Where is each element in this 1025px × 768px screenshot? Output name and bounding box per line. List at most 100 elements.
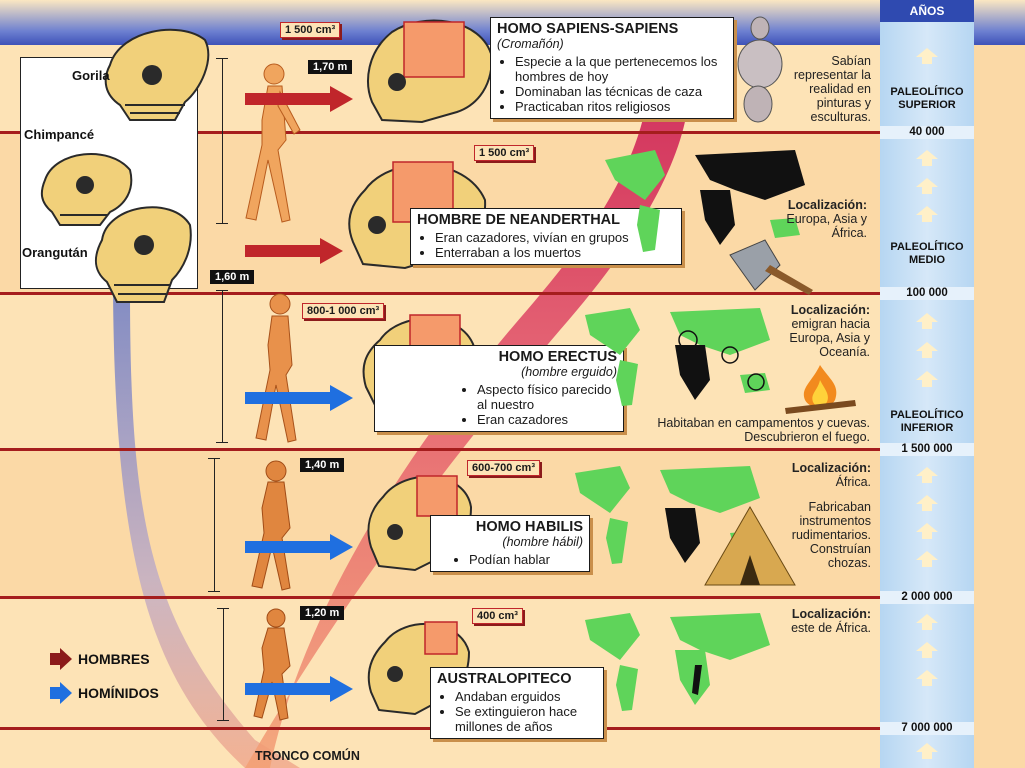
year-1500000: 1 500 000: [880, 443, 974, 456]
note-habilis: Fabricaban instrumentos rudimentarios. C…: [791, 500, 871, 570]
arrow-up-icon: [916, 178, 938, 194]
bullet: Andaban erguidos: [455, 689, 597, 704]
bullet: Eran cazadores, vivían en grupos: [435, 230, 675, 245]
loc-australopithecus: Localización: este de África.: [770, 607, 871, 635]
card-neanderthal: HOMBRE DE NEANDERTHAL Eran cazadores, vi…: [410, 208, 682, 265]
world-map-australopithecus: [585, 613, 770, 711]
trunk-label: TRONCO COMÚN: [255, 749, 360, 763]
height-scale-erectus: [222, 290, 223, 442]
period-medio: PALEOLÍTICO MEDIO: [890, 241, 964, 266]
card-bullets: Aspecto físico parecido al nuestro Eran …: [381, 382, 617, 427]
card-title: AUSTRALOPITECO: [437, 671, 572, 687]
bullet: Podían hablar: [469, 552, 583, 567]
continent-africa: [675, 650, 710, 705]
brain-volume-sapiens: 1 500 cm³: [280, 22, 341, 38]
timeline-header: AÑOS: [909, 4, 945, 18]
boundary-100000: [0, 292, 880, 295]
chimpanzee-skull-icon: [40, 153, 133, 226]
card-bullets: Podían hablar: [437, 552, 583, 567]
hominido-arrow-icon: [245, 676, 353, 702]
right-margin: [974, 45, 1025, 768]
boundary-40000: [0, 131, 880, 134]
card-title: HOMBRE DE NEANDERTHAL: [417, 212, 620, 228]
continent-americas-south: [606, 518, 628, 564]
bullet: Practicaban ritos religiosos: [515, 99, 727, 114]
continent-americas-north: [585, 613, 640, 660]
height-scale-tick: [217, 608, 229, 609]
arrow-up-icon: [916, 743, 938, 759]
ape-label-gorila: Gorila: [72, 68, 110, 83]
australopithecus-figure-icon: [253, 608, 291, 721]
bullet: Especie a la que pertenecemos los hombre…: [515, 54, 727, 84]
height-scale-tick: [217, 720, 229, 721]
bullet: Enterraban a los muertos: [435, 245, 675, 260]
continent-eurasia: [660, 466, 760, 513]
ape-label-orangutan: Orangután: [22, 245, 88, 260]
card-bullets: Eran cazadores, vivían en grupos Enterra…: [417, 230, 675, 260]
card-title: HOMO HABILIS: [475, 519, 583, 535]
boundary-1500000: [0, 448, 880, 451]
period-inferior: PALEOLÍTICO INFERIOR: [890, 409, 964, 434]
height-scale-australopithecus: [223, 608, 224, 720]
height-scale-tick: [216, 58, 228, 59]
card-bullets: Especie a la que pertenecemos los hombre…: [497, 54, 727, 114]
bullet: Eran cazadores: [477, 412, 617, 427]
arrow-up-icon: [916, 642, 938, 658]
venus-figurine-icon: [737, 16, 783, 123]
legend-hominidos-icon: [50, 682, 72, 704]
ape-label-chimpance: Chimpancé: [24, 127, 95, 142]
continent-americas-south: [616, 360, 638, 406]
continent-americas-north: [575, 466, 630, 513]
card-bullets: Andaban erguidos Se extinguieron hace mi…: [437, 689, 597, 734]
loc-label: Localización:: [791, 607, 871, 621]
sapiens-figure-icon: [245, 63, 301, 223]
loc-erectus: Localización: emigran hacia Europa, Asia…: [762, 303, 870, 359]
world-map-erectus: [585, 308, 770, 406]
year-40000: 40 000: [880, 126, 974, 139]
arrow-up-icon: [916, 150, 938, 166]
continent-africa: [675, 345, 710, 400]
card-habilis: HOMO HABILIS (hombre hábil) Podían habla…: [430, 515, 590, 572]
continent-africa: [700, 190, 735, 245]
bullet: Se extinguieron hace millones de años: [455, 704, 597, 734]
height-sapiens: 1,70 m: [308, 60, 353, 74]
arrow-up-icon: [916, 371, 938, 387]
height-scale-tick: [216, 223, 228, 224]
loc-label: Localización:: [790, 303, 870, 317]
card-title: HOMO SAPIENS-SAPIENS: [497, 21, 679, 37]
arrow-up-icon: [916, 670, 938, 686]
legend-hombres: HOMBRES: [78, 651, 150, 667]
height-habilis: 1,40 m: [300, 458, 345, 472]
arrow-up-icon: [916, 495, 938, 511]
card-sapiens: HOMO SAPIENS-SAPIENS (Cromañón) Especie …: [490, 17, 734, 119]
card-title: HOMO ERECTUS: [498, 349, 617, 365]
arrow-up-icon: [916, 467, 938, 483]
migration-circle: [721, 346, 739, 364]
hut-icon: [704, 505, 796, 586]
bullet: Aspecto físico parecido al nuestro: [477, 382, 617, 412]
loc-label: Localización:: [787, 198, 867, 212]
legend-hombres-icon: [50, 648, 72, 670]
height-scale-tick: [208, 458, 220, 459]
card-australopithecus: AUSTRALOPITECO Andaban erguidos Se extin…: [430, 667, 604, 739]
loc-habilis: Localización: África.: [770, 461, 871, 489]
timeline-header-bg: [880, 0, 974, 22]
gorilla-skull-icon: [104, 28, 210, 121]
world-map-neanderthal: [605, 150, 805, 252]
habilis-figure-icon: [251, 460, 291, 591]
loc-text: emigran hacia Europa, Asia y Oceanía.: [789, 317, 870, 359]
continent-eurasia: [695, 150, 805, 200]
brain-volume-habilis: 600-700 cm³: [467, 460, 540, 476]
stone-axe-icon: [729, 239, 813, 295]
loc-neanderthal: Localización: Europa, Asia y África.: [770, 198, 867, 240]
continent-africa: [665, 508, 700, 563]
note-erectus: Habitaban en campamentos y cuevas. Descu…: [657, 416, 870, 444]
continent-americas-north: [605, 150, 665, 200]
loc-label: Localización:: [791, 461, 871, 475]
hominido-arrow-icon: [245, 385, 353, 411]
year-2000000: 2 000 000: [880, 591, 974, 604]
arrow-up-icon: [916, 523, 938, 539]
height-scale-tick: [216, 290, 228, 291]
migration-circle: [747, 373, 765, 391]
